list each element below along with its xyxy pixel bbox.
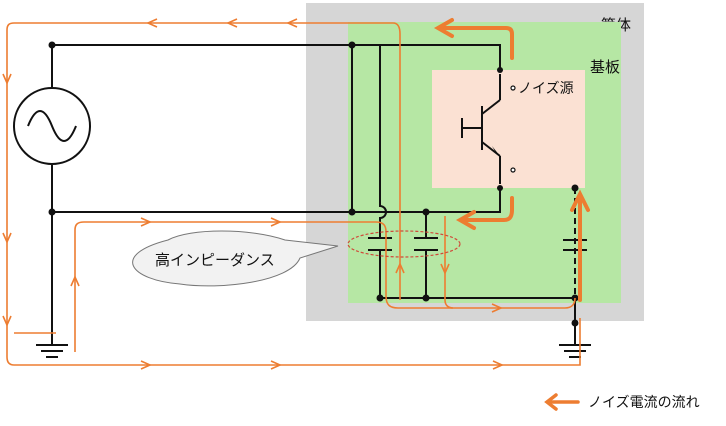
noise-current-paths <box>6 22 581 366</box>
ground-icon <box>36 344 68 358</box>
noise-current-bold <box>433 18 590 302</box>
high-impedance-zone <box>347 230 461 258</box>
noise-source-box <box>432 70 585 188</box>
noise-current-arrows <box>2 18 504 370</box>
noise-source-label: ノイズ源 <box>518 81 574 97</box>
legend-label: ノイズ電流の流れ <box>588 395 700 411</box>
capacitor-icon <box>368 237 392 251</box>
capacitor-icon <box>563 239 587 251</box>
transistor-emitter-arrow <box>492 146 500 156</box>
board-label: 基板 <box>590 58 620 76</box>
ac-source-icon <box>13 87 91 165</box>
legend: ノイズ電流の流れ <box>544 393 700 411</box>
arrow-left-icon <box>544 393 580 411</box>
capacitor-icon <box>414 237 438 251</box>
ground-icon <box>559 344 591 358</box>
high-impedance-label: 高インピーダンス <box>155 251 275 269</box>
high-impedance-callout: 高インピーダンス <box>132 230 339 287</box>
